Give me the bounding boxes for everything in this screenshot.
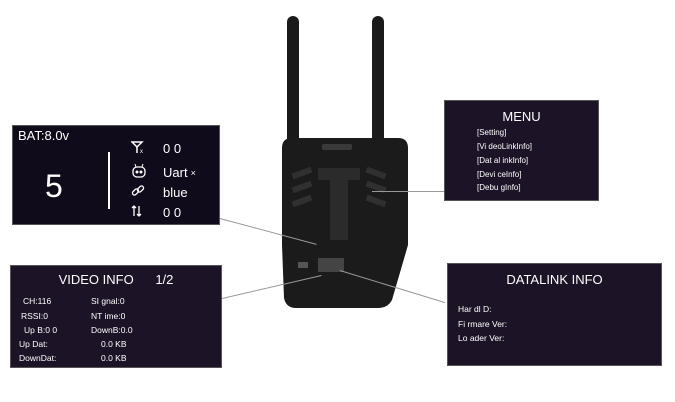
menu-item-videolinkinfo[interactable]: [Vi deoLinkInfo]	[477, 142, 533, 151]
signal: SI gnal:0	[91, 296, 125, 306]
datalink-info-panel: DATALINK INFO Har dl D: Fi rmare Ver: Lo…	[447, 263, 662, 366]
loader-version: Lo ader Ver:	[458, 333, 505, 343]
up-bitrate: Up B:0 0	[24, 325, 58, 335]
robot-icon	[131, 163, 151, 182]
up-data-label: Up Dat:	[19, 339, 48, 349]
front-grip	[318, 168, 360, 240]
divider	[108, 152, 110, 209]
device-button	[298, 262, 308, 268]
menu-title: MENU	[502, 109, 541, 124]
right-antenna	[372, 16, 384, 146]
up-down-arrows-icon	[131, 204, 151, 221]
transfer-value: 0 0	[163, 205, 182, 220]
video-info-panel: VIDEO INFO 1/2 CH:116 SI gnal:0 RSSI:0 N…	[10, 265, 222, 368]
leader-line-menu	[372, 191, 444, 192]
hardware-id: Har dl D:	[458, 304, 492, 314]
down-bitrate: DownB:0.0	[91, 325, 133, 335]
firmware-version: Fi rmare Ver:	[458, 319, 508, 329]
signal-value: 0 0	[163, 141, 182, 156]
device-screen	[318, 258, 344, 272]
video-info-page: 1/2	[155, 272, 174, 287]
channel-number: 5	[45, 168, 63, 204]
menu-item-debuginfo[interactable]: [Debu gInfo]	[477, 183, 521, 192]
datalink-info-title: DATALINK INFO	[506, 272, 603, 287]
uart-status: ×	[190, 167, 196, 178]
status-screen-panel: BAT:8.0v 5 x 0 0 Uart × blue 0 0	[12, 125, 220, 225]
link-value: blue	[163, 185, 188, 200]
up-data-value: 0.0 KB	[101, 339, 127, 349]
rssi: RSSI:0	[21, 311, 48, 321]
channel: CH:116	[23, 296, 52, 306]
link-row: blue	[131, 184, 188, 201]
link-icon	[131, 184, 151, 201]
no-signal-icon: x	[130, 140, 151, 157]
menu-item-datalinkinfo[interactable]: [Dat al inkInfo]	[477, 156, 529, 165]
down-data-label: DownDat:	[19, 353, 57, 363]
svg-text:x: x	[140, 149, 143, 154]
left-antenna	[287, 16, 299, 146]
video-info-title: VIDEO INFO 1/2	[11, 272, 221, 287]
menu-item-setting[interactable]: [Setting]	[477, 128, 507, 137]
battery-voltage: BAT:8.0v	[18, 128, 70, 143]
top-highlight	[322, 144, 352, 150]
menu-item-deviceinfo[interactable]: [Devi ceInfo]	[477, 170, 522, 179]
menu-panel: MENU [Setting] [Vi deoLinkInfo] [Dat al …	[444, 100, 599, 201]
uart-label: Uart	[163, 165, 188, 180]
transfer-row: 0 0	[131, 204, 181, 221]
video-info-heading: VIDEO INFO	[58, 272, 134, 287]
uart-row: Uart ×	[131, 163, 196, 182]
down-data-value: 0.0 KB	[101, 353, 127, 363]
nt-time: NT ime:0	[91, 311, 126, 321]
signal-row: x 0 0	[130, 140, 182, 157]
